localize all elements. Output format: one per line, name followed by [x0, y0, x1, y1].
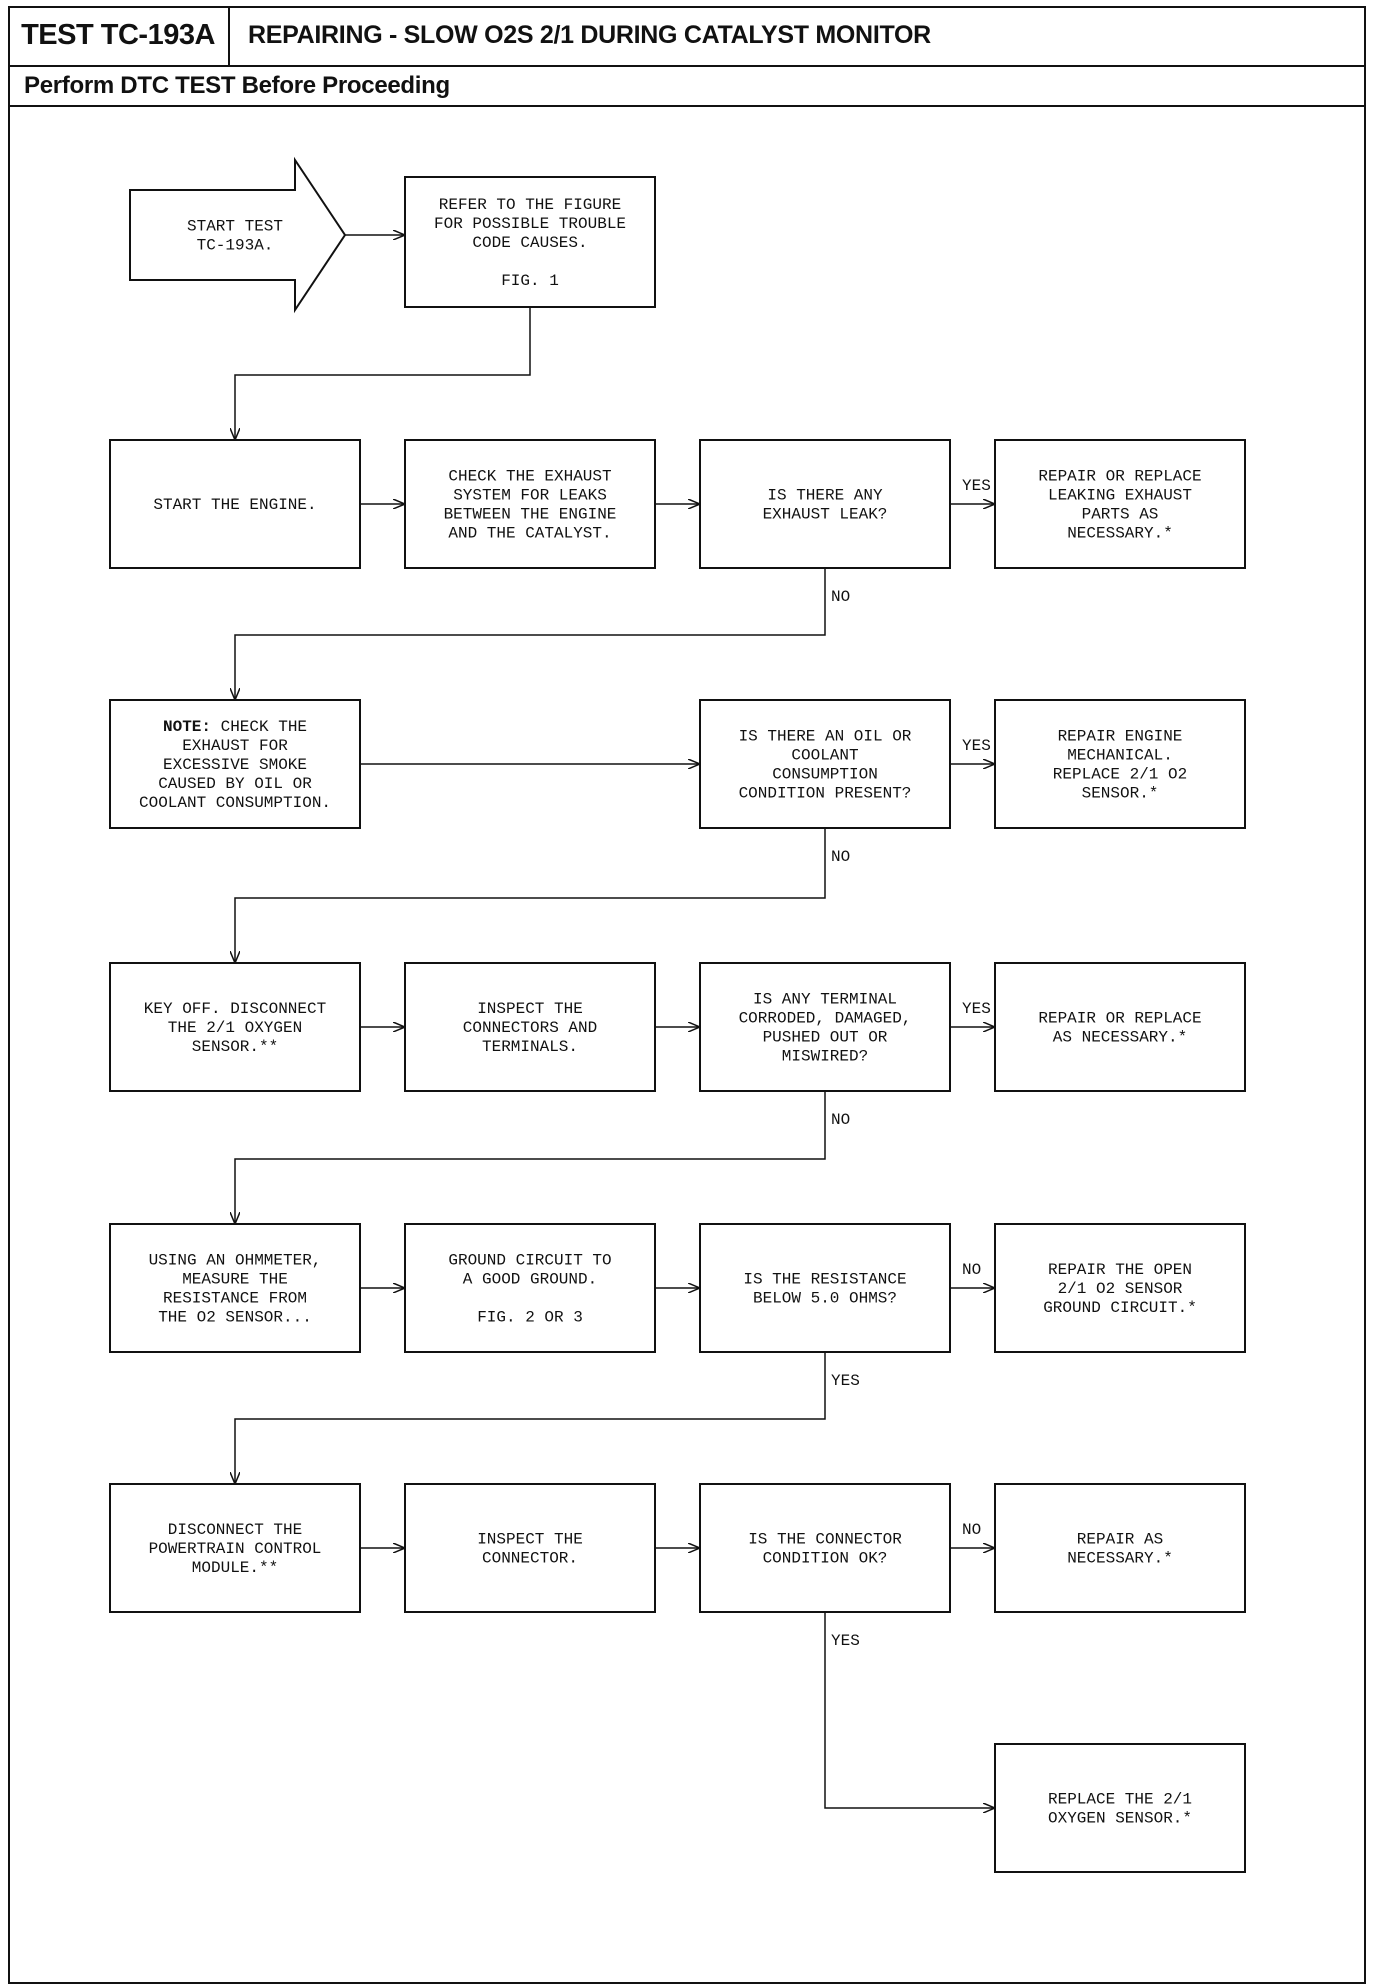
page-frame — [8, 6, 1366, 1984]
subtitle-bar: Perform DTC TEST Before Proceeding — [8, 67, 1366, 107]
subtitle: Perform DTC TEST Before Proceeding — [24, 72, 450, 99]
edge-resistance-yes — [235, 1352, 826, 1484]
label-terminal-no: NO — [831, 1111, 850, 1129]
test-title: REPAIRING - SLOW O2S 2/1 DURING CATALYST… — [248, 21, 931, 49]
svg-text:USING AN OHMMETER,MEASURE THER: USING AN OHMMETER,MEASURE THERESISTANCE … — [149, 1252, 322, 1327]
label-resistance-yes: YES — [831, 1372, 860, 1390]
edge-connector-yes — [824, 1612, 995, 1808]
label-leak-yes: YES — [962, 477, 991, 495]
label-resistance-no: NO — [962, 1261, 981, 1279]
label-connector-yes: YES — [831, 1632, 860, 1650]
label-connector-no: NO — [962, 1521, 981, 1539]
edge-terminal-no — [235, 1091, 826, 1224]
label-oil-yes: YES — [962, 737, 991, 755]
test-id: TEST TC-193A — [8, 6, 230, 65]
header-bar: TEST TC-193A REPAIRING - SLOW O2S 2/1 DU… — [8, 6, 1366, 67]
edge-oil-no — [235, 828, 826, 963]
label-terminal-yes: YES — [962, 1000, 991, 1018]
node-start-engine: START THE ENGINE. — [109, 439, 361, 569]
edge-refer-start-engine — [235, 307, 531, 440]
label-oil-no: NO — [831, 848, 850, 866]
svg-text:START THE ENGINE.: START THE ENGINE. — [153, 496, 316, 514]
edge-leak-no — [235, 568, 826, 700]
label-leak-no: NO — [831, 588, 850, 606]
svg-text:GROUND CIRCUIT TOA GOOD GROUND: GROUND CIRCUIT TOA GOOD GROUND.FIG. 2 OR… — [448, 1252, 611, 1327]
